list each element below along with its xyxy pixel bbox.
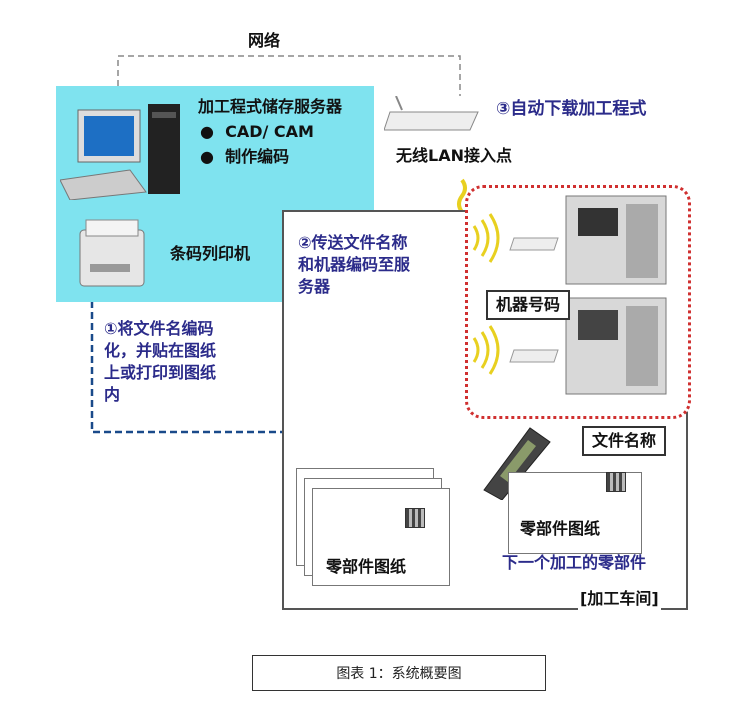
access-point-label: 无线LAN接入点 <box>396 146 512 165</box>
server-item-encode: ● 制作编码 <box>200 147 290 166</box>
step2-text: ②传送文件名称 和机器编码至服 务器 <box>298 233 411 296</box>
barcode-icon <box>606 472 626 492</box>
router-icon <box>384 96 479 131</box>
drawing-sheet-front <box>312 488 450 586</box>
machines-illustration <box>472 195 667 395</box>
server-item-cadcam: ● CAD/ CAM <box>200 122 314 141</box>
computer-icon <box>60 104 180 200</box>
network-label: 网络 <box>248 31 281 50</box>
step1-text: ①将文件名编码 化，并贴在图纸 上或打印到图纸 内 <box>104 318 217 406</box>
step3-text: ③自动下载加工程式 <box>496 99 647 119</box>
figure-caption: 图表 1：系统概要图 <box>252 655 546 691</box>
workshop-label: [加工车间] <box>578 588 661 610</box>
drawing-right-label: 零部件图纸 <box>520 519 601 538</box>
machine-number-label: 机器号码 <box>486 290 571 320</box>
file-name-label: 文件名称 <box>582 426 667 456</box>
server-title: 加工程式储存服务器 <box>198 97 343 116</box>
printer-label: 条码列印机 <box>170 244 251 263</box>
drawing-left-label: 零部件图纸 <box>326 557 407 576</box>
barcode-icon <box>405 508 425 528</box>
next-part-label: 下一个加工的零部件 <box>502 553 647 572</box>
scanner-icon <box>483 427 551 500</box>
printer-icon <box>79 219 145 287</box>
